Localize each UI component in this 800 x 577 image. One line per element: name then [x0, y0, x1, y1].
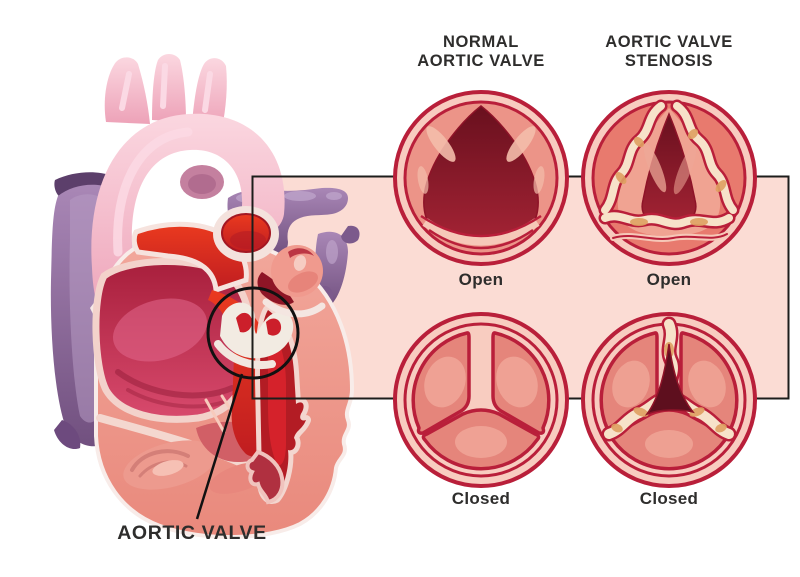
under-arch-shadow-inner	[188, 174, 216, 194]
callout-circle	[206, 286, 300, 380]
valve-stenosis-open-illustration	[581, 90, 757, 266]
heart-chamber	[92, 258, 254, 423]
atrial-appendage	[262, 245, 326, 318]
heart-caption: AORTIC VALVE	[117, 522, 267, 544]
valve-normal-open-illustration	[393, 90, 569, 266]
column-title-stenosis: AORTIC VALVE STENOSIS	[605, 33, 733, 70]
label-stenosis-open: Open	[646, 270, 692, 289]
column-title-normal: NORMAL AORTIC VALVE	[417, 33, 545, 70]
valve-normal-closed-illustration	[393, 312, 569, 488]
pulmonary-cross-section	[213, 206, 279, 262]
stenosis-incomplete-closure-gap	[644, 343, 695, 416]
aortic-valve-leaflets	[214, 302, 294, 369]
label-normal-open: Open	[458, 270, 504, 289]
callout-line	[195, 373, 244, 520]
aorta-branches	[104, 54, 227, 128]
heart-illustration	[50, 54, 360, 540]
label-stenosis-closed: Closed	[639, 489, 699, 508]
aortic-root-vessel	[131, 221, 311, 505]
label-normal-closed: Closed	[451, 489, 511, 508]
deep-chamber-shadow	[257, 272, 294, 305]
valve-stenosis-closed-illustration	[581, 312, 757, 488]
